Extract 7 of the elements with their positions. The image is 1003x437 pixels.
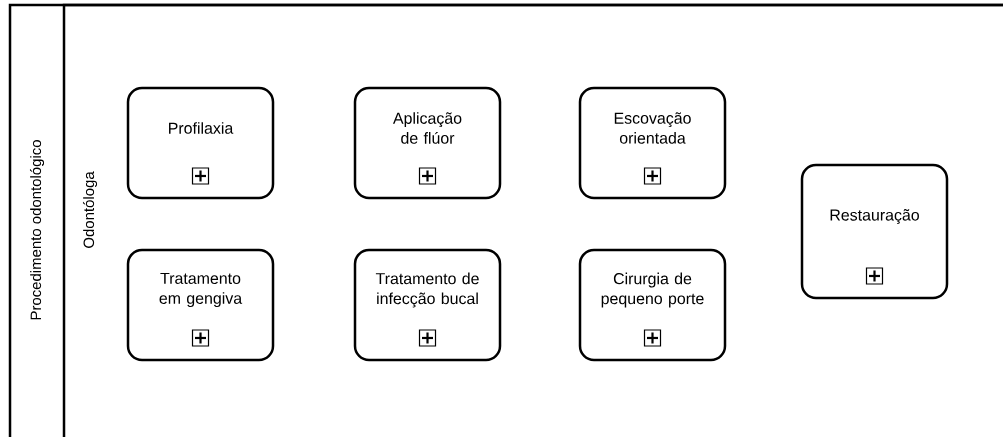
subprocess-box: Restauração — [800, 163, 949, 300]
subprocess-box: Cirurgia de pequeno porte — [578, 248, 727, 362]
subprocess-box: Aplicação de flúor — [353, 86, 502, 200]
subprocess-box: Profilaxia — [126, 86, 275, 200]
subprocess-box: Tratamento de infecção bucal — [353, 248, 502, 362]
subprocess-box: Escovação orientada — [578, 86, 727, 200]
subprocess-box: Tratamento em gengiva — [126, 248, 275, 362]
